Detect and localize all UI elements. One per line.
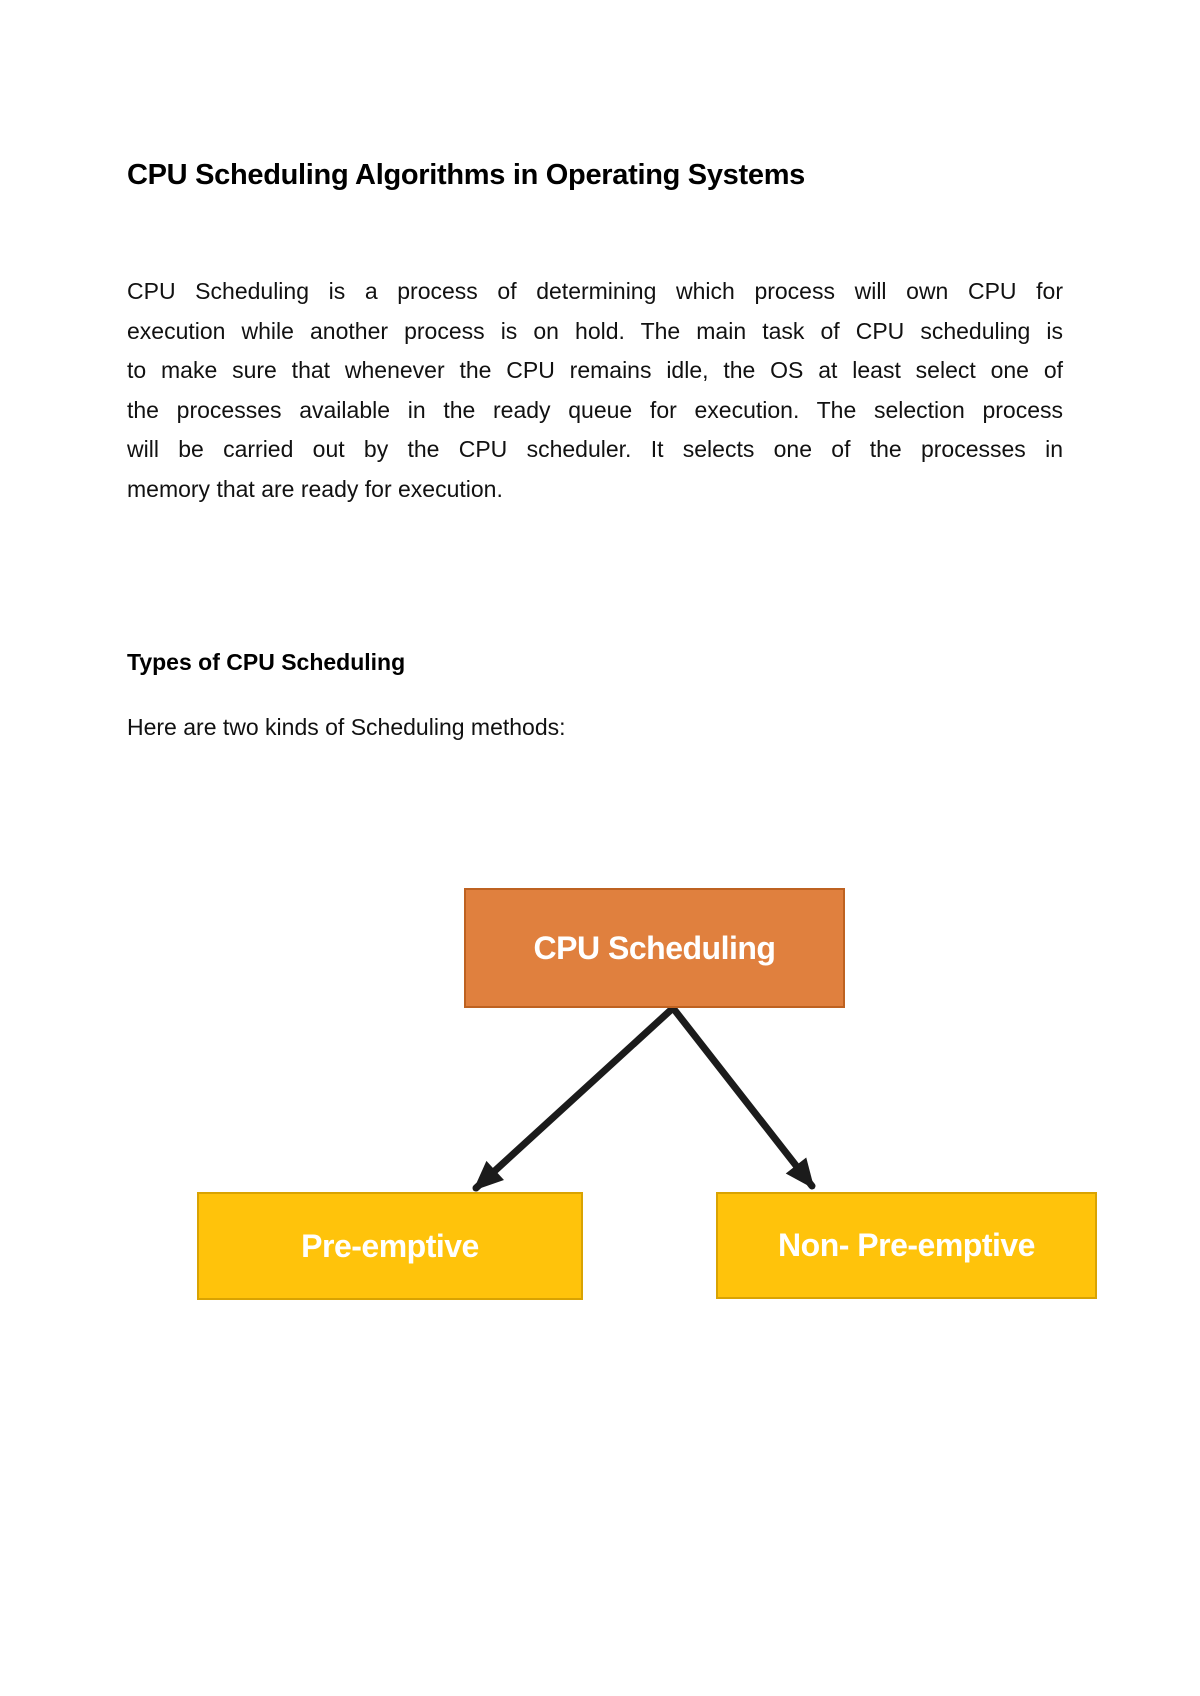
paragraph-line: execution while another process is on ho… — [127, 317, 1063, 344]
section-heading: Types of CPU Scheduling — [127, 649, 406, 675]
arrow-to-non-preemptive — [669, 1004, 816, 1190]
diagram-node-non-preemptive: Non- Pre-emptive — [716, 1192, 1097, 1299]
paragraph-line: memory that are ready for execution. — [127, 475, 503, 502]
section-subtext: Here are two kinds of Scheduling methods… — [127, 714, 566, 740]
paragraph-line: the processes available in the ready que… — [127, 396, 1063, 423]
diagram-node-cpu-scheduling: CPU Scheduling — [464, 888, 845, 1008]
intro-paragraph: CPU Scheduling is a process of determini… — [127, 272, 1063, 509]
paragraph-line: to make sure that whenever the CPU remai… — [127, 357, 1063, 383]
paragraph-line: will be carried out by the CPU scheduler… — [127, 436, 1063, 462]
arrow-to-preemptive — [472, 1004, 677, 1192]
paragraph-line: CPU Scheduling is a process of determini… — [127, 278, 1063, 304]
page-title: CPU Scheduling Algorithms in Operating S… — [127, 159, 806, 192]
diagram-node-preemptive: Pre-emptive — [197, 1192, 583, 1300]
